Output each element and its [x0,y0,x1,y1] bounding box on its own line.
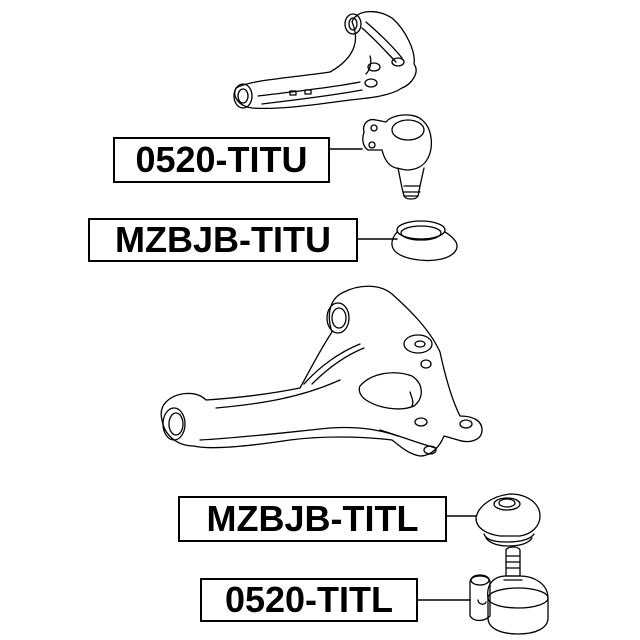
label-lower-boot: MZBJB-TITL [178,496,447,542]
label-text: MZBJB-TITU [115,219,331,260]
lower-ball-joint-boot-drawing [475,493,541,547]
label-text: MZBJB-TITL [206,498,419,539]
label-upper-boot: MZBJB-TITU [88,218,358,262]
upper-ball-joint-boot-drawing [391,220,458,262]
upper-control-arm-drawing [233,11,417,110]
label-upper-ball-joint: 0520-TITU [113,137,330,183]
lower-ball-joint-drawing [469,546,549,635]
upper-ball-joint-drawing [362,114,433,200]
label-text: 0520-TITU [135,139,308,180]
label-text: 0520-TITL [224,579,394,620]
label-lower-ball-joint: 0520-TITL [200,578,418,622]
lower-control-arm-drawing [160,285,483,457]
callout-leaders [329,148,477,601]
